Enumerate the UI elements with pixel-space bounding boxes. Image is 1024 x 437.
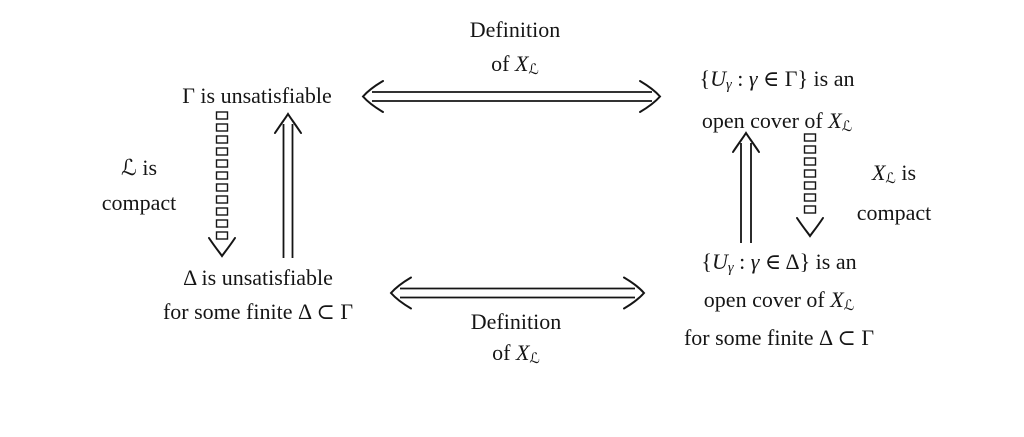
text-segment: X: [514, 51, 529, 76]
label-line: Xℒ is: [857, 156, 932, 196]
text-segment: for some finite Δ ⊂ Γ: [683, 325, 875, 351]
node-line: {Uγ : γ ∈ Γ} is an: [700, 61, 855, 103]
node-gamma-unsatisfiable: Γ is unsatisfiable: [182, 79, 332, 113]
text-segment: X: [828, 108, 842, 134]
text-segment: :: [733, 249, 751, 274]
bottom-equivalence-arrow: [389, 276, 646, 310]
text-segment: is: [895, 160, 917, 185]
label-line: ℒ is: [102, 150, 177, 185]
node-delta-unsatisfiable: Δ is unsatisfiable for some finite Δ ⊂ Γ: [163, 261, 353, 329]
text-segment: ℒ is: [120, 155, 158, 180]
text-segment: compact: [101, 190, 177, 215]
top-equivalence-arrow: [361, 80, 662, 113]
node-open-cover-gamma: {Uγ : γ ∈ Γ} is an open cover of Xℒ: [700, 61, 855, 145]
node-line: open cover of Xℒ: [700, 103, 855, 145]
label-line: Definition: [471, 306, 561, 337]
text-segment: X: [830, 287, 844, 313]
text-segment: γ: [727, 260, 734, 277]
edge-label-top-definition: Definition of Xℒ: [470, 13, 560, 87]
text-segment: {: [701, 249, 712, 274]
node-open-cover-delta: {Uγ : γ ∈ Δ} is an open cover of Xℒ for …: [684, 246, 874, 353]
text-segment: X: [515, 340, 530, 365]
text-segment: ℒ: [841, 119, 853, 136]
text-segment: Δ is unsatisfiable: [183, 265, 333, 290]
text-segment: ℒ: [529, 351, 540, 368]
node-line: Γ is unsatisfiable: [182, 79, 332, 113]
label-line: Definition: [470, 13, 560, 47]
text-segment: Definition: [469, 17, 561, 42]
right-dashed-down-arrow: [796, 133, 824, 238]
label-line: of Xℒ: [470, 47, 560, 87]
node-line: for some finite Δ ⊂ Γ: [163, 295, 353, 329]
node-line: Δ is unsatisfiable: [163, 261, 353, 295]
text-segment: X: [871, 160, 886, 185]
text-segment: {: [699, 66, 711, 91]
edge-label-x-compact: Xℒ is compact: [857, 156, 932, 229]
left-dashed-down-arrow: [208, 111, 236, 258]
edge-label-bottom-definition: Definition of Xℒ: [471, 306, 561, 375]
node-line: for some finite Δ ⊂ Γ: [684, 322, 874, 353]
text-segment: open cover of: [701, 108, 829, 134]
node-line: open cover of Xℒ: [684, 284, 874, 322]
text-segment: ℒ: [843, 298, 855, 315]
edge-label-l-compact: ℒ is compact: [102, 150, 177, 220]
text-segment: ℒ: [528, 62, 539, 79]
text-segment: Γ is unsatisfiable: [182, 83, 332, 108]
text-segment: ∈ Γ} is an: [757, 66, 855, 91]
text-segment: γ: [750, 249, 760, 274]
text-segment: of: [492, 340, 516, 365]
text-segment: γ: [748, 66, 758, 91]
text-segment: compact: [856, 200, 932, 226]
label-line: compact: [857, 196, 932, 229]
text-segment: :: [731, 66, 749, 91]
text-segment: for some finite Δ ⊂ Γ: [162, 299, 354, 324]
node-line: {Uγ : γ ∈ Δ} is an: [684, 246, 874, 284]
label-line: of Xℒ: [471, 337, 561, 375]
text-segment: ℒ: [885, 171, 896, 188]
text-segment: U: [711, 249, 728, 274]
label-line: compact: [102, 185, 177, 220]
left-solid-up-arrow: [274, 112, 302, 258]
text-segment: γ: [725, 77, 732, 94]
text-segment: open cover of: [703, 287, 831, 313]
text-segment: U: [710, 66, 726, 91]
right-solid-up-arrow: [732, 131, 760, 243]
text-segment: of: [491, 51, 515, 76]
text-segment: Definition: [470, 309, 562, 334]
text-segment: ∈ Δ} is an: [759, 249, 857, 274]
